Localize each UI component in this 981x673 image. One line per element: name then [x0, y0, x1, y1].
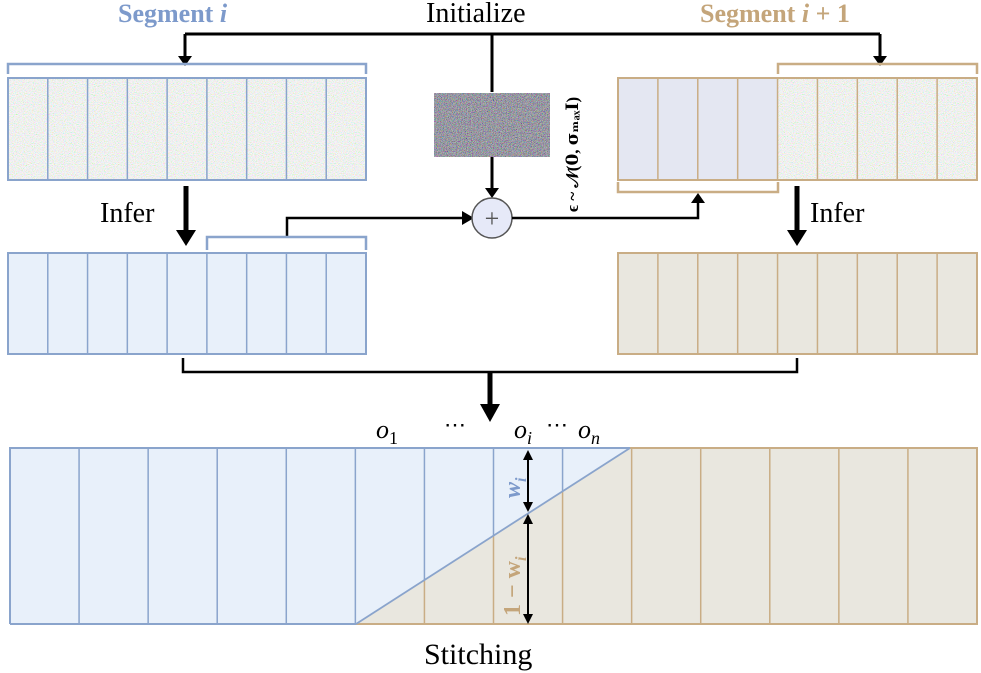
- plus-to-right-line: [512, 200, 700, 220]
- weight-label-one-minus-wi: 1 − wi: [500, 556, 530, 616]
- segment-i-output-frames: [7, 252, 367, 355]
- segment-i-label: Segment i: [118, 0, 228, 28]
- segment-i-plus-1-label: Segment i + 1: [700, 0, 850, 28]
- noise-sample-image: [434, 93, 550, 157]
- plus-to-right-head: [691, 193, 705, 203]
- infer-right-arrow-head: [787, 230, 807, 246]
- initialize-title: Initialize: [426, 0, 526, 29]
- weight-label-wi: wi: [500, 477, 530, 498]
- weight-arrow-one-minus-top: [523, 514, 533, 524]
- overlap-label-dots-2: ⋯: [546, 412, 568, 437]
- plus-symbol: +: [485, 204, 500, 233]
- segment-i-overlap-bracket: [205, 235, 368, 250]
- overlap-label-dots-1: ⋯: [444, 412, 466, 437]
- arrow-head-right: [873, 56, 887, 66]
- weight-arrow-wi-bottom: [523, 502, 533, 512]
- stitching-label: Stitching: [424, 638, 532, 671]
- infer-left-label: Infer: [100, 198, 155, 229]
- arrow-head-left: [178, 56, 192, 66]
- overlap-to-plus-head: [462, 211, 474, 225]
- segment-i-plus-1-bottom-bracket: [616, 182, 780, 194]
- segment-i-plus-1-top-bracket: [776, 62, 979, 74]
- merge-connector: [181, 358, 799, 374]
- segment-i-noise-frames: [7, 77, 367, 181]
- infer-left-arrow-head: [176, 230, 196, 246]
- weight-arrow-one-minus-bottom: [523, 614, 533, 624]
- infer-right-label: Infer: [810, 198, 865, 229]
- overlap-label-o1: o1: [376, 415, 398, 448]
- overlap-label-on: on: [578, 415, 600, 448]
- overlap-to-plus-line: [285, 216, 470, 236]
- stitched-frames: [9, 447, 978, 625]
- initialize-connector: [183, 32, 882, 92]
- stitch-arrow-head: [480, 404, 500, 422]
- segment-i-plus-1-frames: [617, 77, 978, 181]
- segment-i-plus-1-output-frames: [617, 252, 978, 355]
- overlap-label-oi: oi: [514, 415, 532, 448]
- noise-formula: ϵ ~ 𝒩(𝟎, 𝛔ₘₐₓ𝐈): [563, 97, 582, 212]
- weight-arrow-wi-top: [523, 450, 533, 460]
- noise-arrow-head: [485, 188, 499, 198]
- segment-i-bracket: [6, 62, 368, 74]
